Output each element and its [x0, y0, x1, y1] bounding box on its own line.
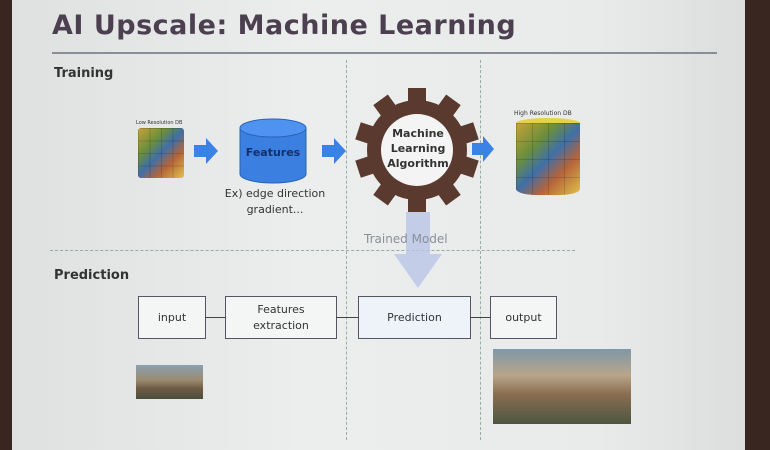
- output-image: [493, 349, 631, 424]
- connector-arrow: [470, 317, 490, 318]
- high-res-db-image: [516, 123, 580, 195]
- arrow-right-icon: [472, 136, 494, 162]
- arrow-down-icon: [394, 212, 442, 288]
- gear-icon: [355, 88, 479, 212]
- slide-title: AI Upscale: Machine Learning: [52, 10, 517, 41]
- connector-arrow: [205, 317, 225, 318]
- features-note-line2: gradient...: [246, 203, 304, 216]
- algorithm-line3: Algorithm: [387, 157, 449, 170]
- step-output: output: [490, 296, 557, 339]
- slide: AI Upscale: Machine Learning Training Pr…: [12, 0, 745, 450]
- features-note-line1: Ex) edge direction: [224, 187, 326, 200]
- algorithm-line1: Machine: [392, 127, 444, 140]
- low-res-db-image: [138, 128, 184, 178]
- features-label: Features: [245, 146, 301, 159]
- title-underline: [52, 52, 717, 54]
- algorithm-label: Machine Learning Algorithm: [380, 126, 456, 171]
- connector-arrow: [336, 317, 358, 318]
- training-label: Training: [54, 66, 114, 81]
- features-database-icon: [239, 118, 307, 184]
- low-res-db-label: Low Resolution DB: [136, 120, 183, 126]
- trained-model-label: Trained Model: [364, 232, 448, 246]
- features-note: Ex) edge direction gradient...: [220, 186, 330, 218]
- step-features-extraction: Features extraction: [225, 296, 337, 339]
- prediction-label: Prediction: [54, 268, 130, 283]
- input-image: [136, 365, 203, 399]
- arrow-right-icon: [194, 138, 218, 164]
- algorithm-line2: Learning: [390, 142, 446, 155]
- step-prediction: Prediction: [358, 296, 471, 339]
- arrow-right-icon: [322, 138, 346, 164]
- divider-horizontal: [50, 250, 575, 251]
- high-res-db-label: High Resolution DB: [514, 110, 572, 117]
- step-input: input: [138, 296, 206, 339]
